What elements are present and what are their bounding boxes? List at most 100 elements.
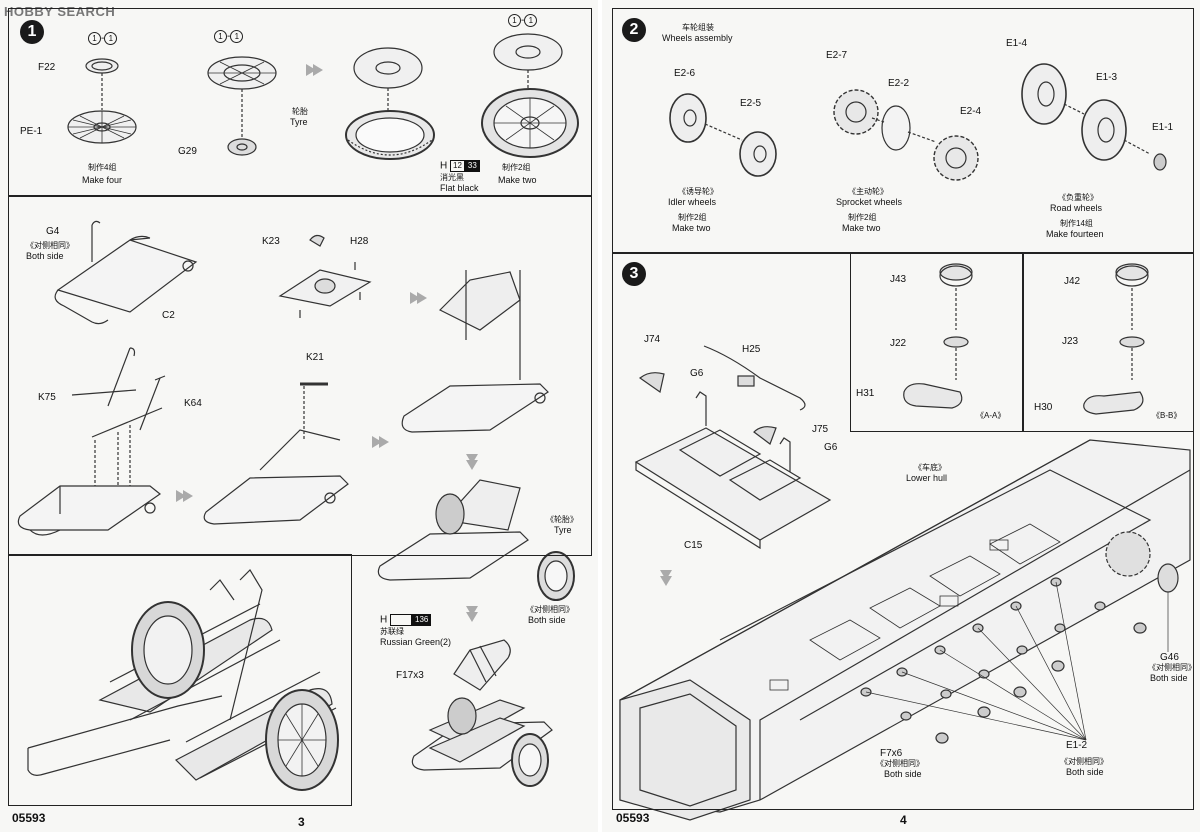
arrow-right-2	[176, 490, 193, 502]
step1-frame	[8, 8, 592, 196]
f7-both-cn: 《对侧相同》	[876, 759, 924, 768]
label-e1-4: E1-4	[1006, 38, 1028, 49]
label-e2-6: E2-6	[674, 68, 696, 79]
tyre-cn: 轮胎	[292, 107, 308, 116]
make-four-en: Make four	[82, 175, 123, 185]
idler-en: Idler wheels	[668, 197, 717, 207]
right-page-number: 4	[900, 813, 907, 827]
circled-one-pair-2: 1-1	[214, 30, 244, 43]
road-make-cn: 制作14组	[1060, 219, 1093, 228]
label-e2-4: E2-4	[960, 106, 982, 117]
tyre-en: Tyre	[290, 117, 308, 127]
page-gutter	[598, 0, 602, 832]
cart-sledge-drawing-2	[203, 382, 349, 525]
make-four-cn: 制作4组	[88, 163, 117, 172]
label-h25: H25	[742, 344, 761, 355]
idler-make-cn: 制作2组	[678, 213, 707, 222]
step-1-badge: 1	[20, 20, 44, 44]
both-side-en-2: Both side	[528, 615, 566, 625]
label-h30: H30	[1034, 402, 1053, 413]
label-k21: K21	[306, 352, 324, 363]
label-c15: C15	[684, 540, 703, 551]
label-j74: J74	[644, 334, 661, 345]
idler-cn: 《诱导轮》	[678, 187, 718, 196]
arrow-down-3	[660, 570, 672, 586]
hull-plate-c15-drawing	[634, 345, 832, 550]
label-j43: J43	[890, 274, 907, 285]
f7-both-en: Both side	[884, 769, 922, 779]
right-page-code: 05593	[616, 811, 650, 825]
cart-frame-c2-drawing	[54, 220, 198, 325]
lower-hull-cn: 《车底》	[914, 463, 946, 472]
suspension-a-drawing	[903, 263, 973, 409]
label-h28: H28	[350, 236, 369, 247]
sprocket-make-cn: 制作2组	[848, 213, 877, 222]
h28-axle-assembly-drawing	[278, 262, 372, 318]
g46-both-en: Both side	[1150, 673, 1188, 683]
step-2-badge: 2	[622, 18, 646, 42]
label-g6-b: G6	[824, 442, 838, 453]
cart-with-wheels-drawing	[377, 479, 575, 601]
cart-sledge-drawing-1	[17, 485, 162, 536]
label-e2-5: E2-5	[740, 98, 762, 109]
road-wheel-arms-drawing	[860, 577, 1147, 744]
f17-shell-drawing	[453, 639, 511, 691]
label-f17x3: F17x3	[396, 670, 424, 681]
g29-hub-drawing	[227, 138, 257, 156]
tyre-assembled-drawing	[481, 33, 579, 158]
cart-step-frame	[8, 196, 592, 556]
tyre-cn-2: 《轮胎》	[546, 515, 578, 524]
road-en: Road wheels	[1050, 203, 1103, 213]
finished-cart-drawing	[27, 569, 339, 791]
suspension-b-drawing	[1083, 263, 1149, 415]
circled-one-pair-3: 1-1	[508, 14, 538, 27]
label-j23: J23	[1062, 336, 1079, 347]
label-e1-3: E1-3	[1096, 72, 1118, 83]
label-e1-2: E1-2	[1066, 740, 1088, 751]
circled-one-pair-1: 1-1	[88, 32, 118, 45]
e12-leader-lines	[865, 581, 1169, 741]
label-j22: J22	[890, 338, 907, 349]
label-k64: K64	[184, 398, 202, 409]
sprocket-make-en: Make two	[842, 223, 881, 233]
label-j42: J42	[1064, 276, 1081, 287]
label-j75: J75	[812, 424, 829, 435]
sprocket-cn: 《主动轮》	[848, 187, 888, 196]
step2-frame	[612, 8, 1194, 254]
k23-bracket-drawing	[309, 234, 325, 247]
tyre-exploded-drawing	[345, 47, 435, 160]
label-g6-a: G6	[690, 368, 704, 379]
e12-both-en: Both side	[1066, 767, 1104, 777]
lower-hull-en: Lower hull	[906, 473, 948, 483]
cart-handles-drawing	[71, 347, 166, 500]
road-cn: 《负重轮》	[1058, 193, 1098, 202]
paint-code-russian-green: H 136	[380, 614, 432, 626]
idler-make-en: Make two	[672, 223, 711, 233]
label-g4: G4	[46, 226, 60, 237]
label-e2-2: E2-2	[888, 78, 910, 89]
arrow-down-2	[466, 606, 478, 622]
flat-black-cn: 消光黑	[440, 173, 464, 182]
label-k75: K75	[38, 392, 56, 403]
flat-black-en: Flat black	[440, 183, 479, 193]
label-f22: F22	[38, 62, 56, 73]
russian-green-cn: 苏联绿	[380, 627, 404, 636]
cart-sledge-drawing-3	[401, 270, 549, 433]
pe1-spoke-wheel-drawing	[67, 110, 137, 144]
label-h31: H31	[856, 388, 875, 399]
arrow-down-1	[466, 454, 478, 470]
russian-green-en: Russian Green(2)	[380, 637, 452, 647]
left-page-code: 05593	[12, 811, 46, 825]
label-f7x6: F7x6	[880, 748, 903, 759]
make-two-en: Make two	[498, 175, 537, 185]
sprocket-en: Sprocket wheels	[836, 197, 903, 207]
lower-hull-drawing	[619, 439, 1191, 821]
label-g29: G29	[178, 146, 197, 157]
label-k23: K23	[262, 236, 280, 247]
section-a-a: 《A-A》	[976, 411, 1006, 420]
wheels-assembly-en: Wheels assembly	[662, 33, 733, 43]
left-page-number: 3	[298, 815, 305, 829]
step-3-badge: 3	[622, 262, 646, 286]
label-g46: G46	[1160, 652, 1179, 663]
